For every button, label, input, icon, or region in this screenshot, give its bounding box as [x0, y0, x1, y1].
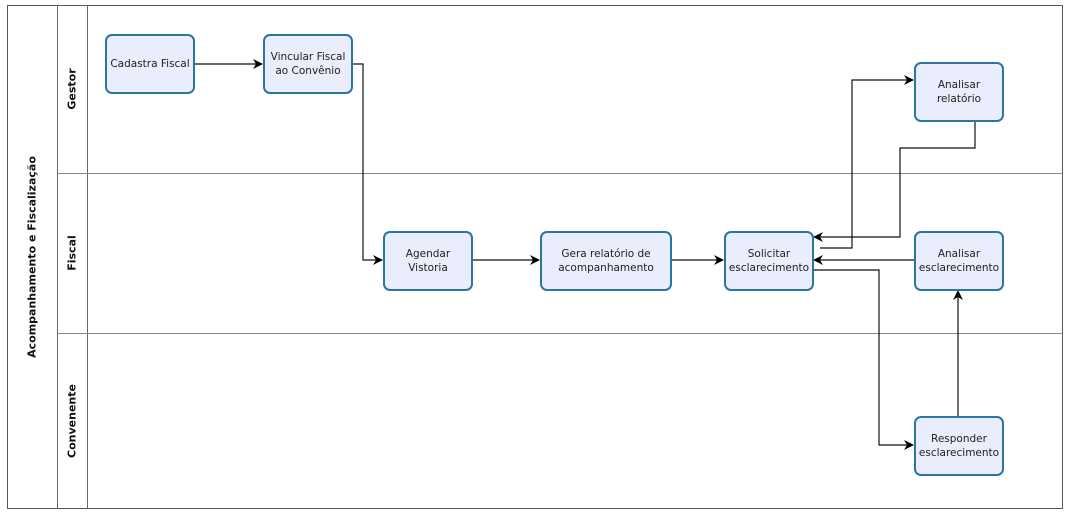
- flow-solicitar-responder: [813, 269, 914, 450]
- lane-divider: [57, 173, 1063, 174]
- divider: [87, 5, 88, 509]
- task-analisar-esclarecimento[interactable]: Analisar esclarecimento: [914, 231, 1004, 291]
- flow-vincular-agendar: [352, 63, 383, 265]
- divider: [57, 5, 58, 509]
- pool-frame: [7, 5, 1063, 509]
- task-gera-relatorio[interactable]: Gera relatório de acompanhamento: [540, 231, 672, 291]
- task-agendar-vistoria[interactable]: Agendar Vistoria: [383, 231, 473, 291]
- task-responder-esclarecimento[interactable]: Responder esclarecimento: [914, 416, 1004, 476]
- task-analisar-relatorio[interactable]: Analisar relatório: [914, 62, 1004, 122]
- task-vincular-fiscal[interactable]: Vincular Fiscal ao Convênio: [263, 34, 353, 94]
- flow-analisar-relatorio-solicitar: [813, 121, 976, 242]
- flow-solicitar-analisar-relatorio: [820, 75, 914, 249]
- task-solicitar-esclarecimento[interactable]: Solicitar esclarecimento: [724, 231, 814, 291]
- task-cadastra-fiscal[interactable]: Cadastra Fiscal: [105, 34, 195, 94]
- lane-divider: [57, 333, 1063, 334]
